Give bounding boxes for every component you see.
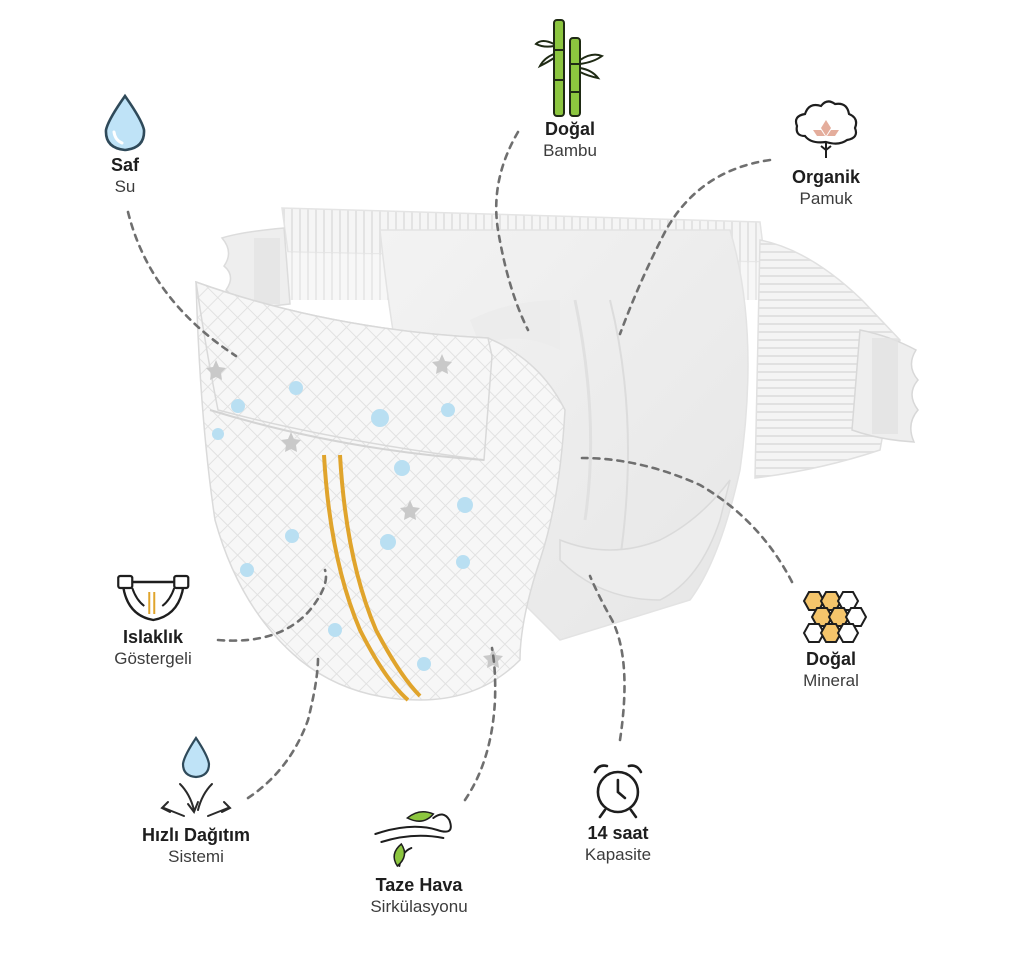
dot: [456, 555, 470, 569]
leader-lines: [126, 130, 794, 802]
diaper-leg-cuff: [559, 479, 731, 601]
dot: [285, 529, 299, 543]
dot: [417, 657, 431, 671]
feature-air-title: Taze Hava: [375, 875, 463, 895]
dot: [240, 563, 254, 577]
dot: [380, 534, 396, 550]
feature-distribution: Hızlı Dağıtım Sistemi: [142, 736, 250, 868]
dot: [328, 623, 342, 637]
dot: [457, 497, 473, 513]
star-icon: [206, 360, 226, 380]
feature-bamboo-subtitle: Bambu: [543, 141, 597, 160]
feature-air-subtitle: Sirkülasyonu: [370, 897, 468, 916]
feature-capacity: 14 saat Kapasite: [585, 758, 651, 866]
star-icon: [432, 354, 452, 374]
fresh-air-leaf-icon: [373, 811, 452, 868]
feature-water: Saf Su: [100, 92, 150, 198]
dot: [212, 428, 224, 440]
feature-distribution-title: Hızlı Dağıtım: [141, 825, 251, 845]
leader-distribution: [246, 656, 320, 800]
dot: [371, 409, 389, 427]
feature-capacity-subtitle: Kapasite: [584, 845, 652, 864]
dot: [394, 460, 410, 476]
diaper-indicator-icon: [116, 574, 190, 622]
leader-capacity: [588, 574, 626, 742]
feature-mineral-subtitle: Mineral: [803, 671, 859, 690]
feature-air: Taze Hava Sirkülasyonu: [370, 806, 468, 918]
star-icon: [281, 432, 301, 452]
feature-wetness: Islaklık Göstergeli: [114, 570, 192, 670]
diaper-dots: [212, 381, 473, 671]
feature-cotton: Organik Pamuk: [791, 96, 861, 210]
feature-water-subtitle: Su: [114, 177, 136, 196]
cotton-flower-icon: [794, 100, 858, 158]
feature-cotton-subtitle: Pamuk: [799, 189, 853, 208]
dot: [289, 381, 303, 395]
leader-water: [126, 210, 238, 358]
feature-water-title: Saf: [110, 155, 139, 175]
feature-wetness-subtitle: Göstergeli: [114, 649, 192, 668]
alarm-clock-icon: [593, 764, 643, 819]
star-icon: [400, 500, 420, 520]
leader-cotton: [618, 158, 772, 336]
leader-air: [463, 646, 497, 802]
feature-cotton-title: Organik: [791, 167, 861, 187]
leader-mineral: [580, 456, 794, 584]
drop-distribution-icon: [160, 736, 232, 817]
feature-bamboo: Doğal Bambu: [534, 14, 606, 162]
feature-wetness-title: Islaklık: [122, 627, 184, 647]
dot: [441, 403, 455, 417]
feature-distribution-subtitle: Sistemi: [168, 847, 224, 866]
leader-bamboo: [494, 130, 530, 332]
water-drop-icon: [104, 93, 146, 152]
feature-bamboo-title: Doğal: [544, 119, 595, 139]
feature-mineral: Doğal Mineral: [795, 586, 867, 692]
bamboo-icon: [534, 19, 605, 117]
diaper-stars: [206, 354, 503, 668]
dot: [231, 399, 245, 413]
feature-mineral-title: Doğal: [805, 649, 856, 669]
feature-capacity-title: 14 saat: [587, 823, 649, 843]
leader-wetness: [216, 568, 328, 642]
wetness-indicator-stripes: [322, 454, 422, 702]
honeycomb-icon: [802, 591, 867, 643]
